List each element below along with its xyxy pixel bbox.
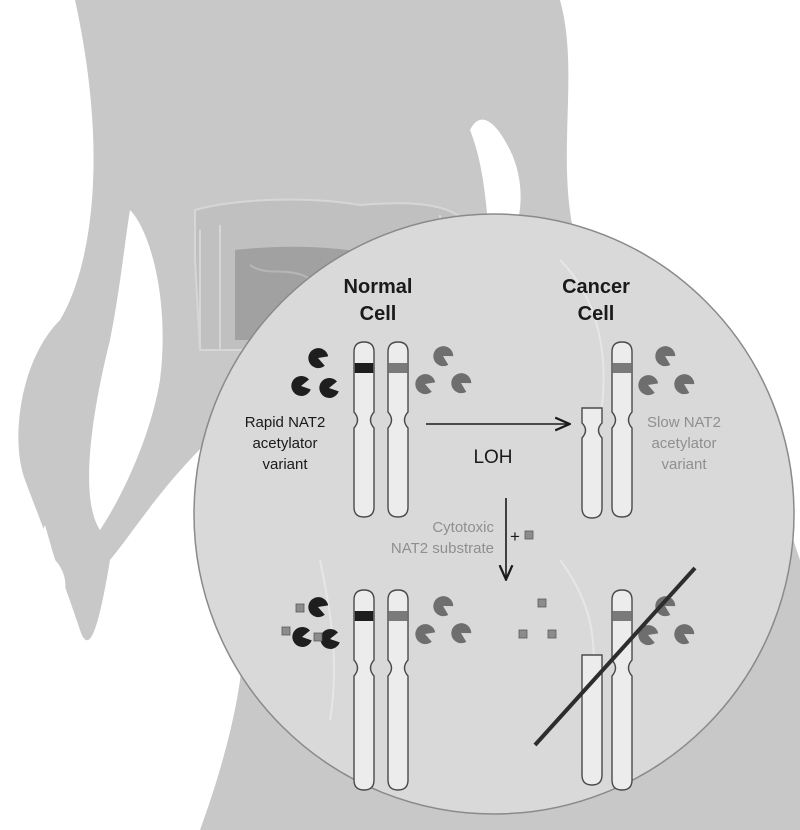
rapid-variant-label-line3: variant [262, 456, 308, 473]
slow-allele-band [388, 363, 408, 373]
rapid-variant-label: Rapid NAT2 [245, 414, 326, 431]
cancer-slow-band-bottom [612, 611, 632, 621]
plus-sign: + [510, 527, 520, 546]
substrate-molecules-cancer [518, 598, 557, 639]
zoom-circle [193, 213, 795, 815]
normal-cell-title: Normal [344, 276, 413, 298]
cancer-cell-title: Cancer [562, 276, 630, 298]
cancer-cell-title-line2: Cell [578, 303, 615, 325]
cancer-chromosome-stub [581, 407, 603, 519]
rapid-allele-band [354, 363, 374, 373]
substrate-label-line2: NAT2 substrate [391, 540, 494, 557]
cell-death-strike [533, 566, 697, 747]
rapid-variant-label-line2: acetylator [252, 435, 317, 452]
normal-cell-title-line2: Cell [360, 303, 397, 325]
slow-variant-label: Slow NAT2 [647, 414, 721, 431]
loh-label: LOH [473, 447, 512, 468]
cancer-slow-band [612, 363, 632, 373]
substrate-label: Cytotoxic [432, 519, 494, 536]
slow-variant-label-line2: acetylator [651, 435, 716, 452]
hand-outline [36, 525, 66, 600]
slow-allele-band-bottom [388, 611, 408, 621]
substrate-molecule [524, 530, 534, 540]
substrate-molecules-normal [281, 603, 323, 642]
rapid-allele-band-bottom [354, 611, 374, 621]
arm-gap-left [89, 210, 163, 530]
slow-variant-label-line3: variant [661, 456, 707, 473]
